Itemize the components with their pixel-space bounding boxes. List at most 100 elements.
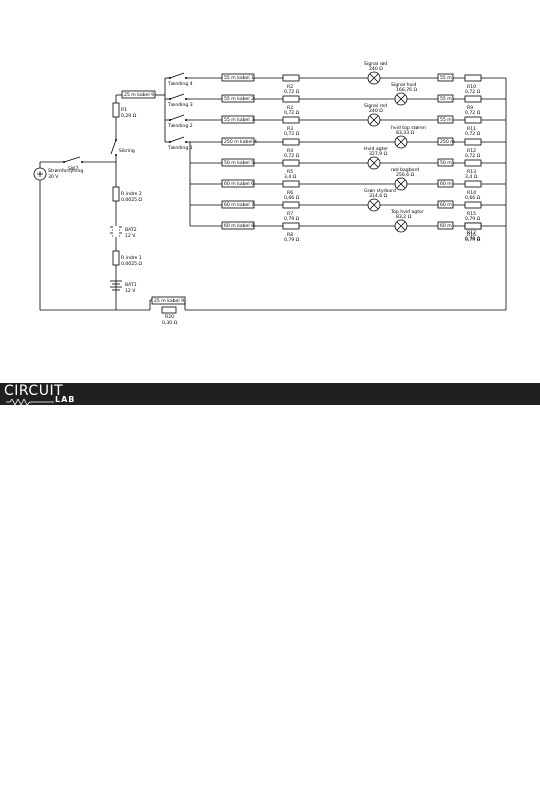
right-resistor-name: R10: [467, 84, 476, 90]
resistor-name: R2: [287, 105, 293, 111]
lamp-name: hvid top støren: [391, 125, 426, 131]
kabel9-bottom: 25 m kabel 9: [149, 296, 186, 310]
lamp-name: rød bagbord: [391, 167, 419, 173]
lamp-cross: [396, 221, 406, 231]
right-resistor: [464, 138, 482, 146]
lamp-cross: [369, 158, 379, 168]
kabel9-top: 25 m kabel 9: [121, 90, 156, 99]
cable-label: 60 m kabel 6: [224, 181, 254, 187]
resistor-name: R7: [287, 211, 293, 217]
ignition-switches: Tænding 4 Tænding 3 Tænding 2 Tænding 1: [167, 72, 193, 151]
r-indre1-value: 0,0025 Ω: [121, 261, 143, 267]
right-resistor: [464, 180, 482, 188]
resistor: [282, 180, 300, 188]
lamp-value: 83,33 Ω: [396, 130, 415, 136]
cable-box: [221, 73, 255, 82]
right-resistor-name: R14: [467, 190, 476, 196]
resistor-value: 0,72 Ω: [284, 110, 300, 116]
bat2-battery: BAT2 12 V: [110, 226, 137, 239]
r1-name: R1: [121, 107, 127, 113]
lamp-value: 256,6 Ω: [396, 172, 415, 178]
r-indre2-name: R indre 2: [121, 191, 142, 197]
bat1-battery: BAT1 12 V: [110, 280, 137, 294]
lamp-name: Grøn styrbord: [364, 188, 396, 194]
cable-label: 250 m kabel 4: [224, 139, 257, 145]
resistor-value: 0,66 Ω: [284, 195, 300, 201]
resistor: [282, 116, 300, 124]
r-indre1-name: R indre 1: [121, 255, 142, 261]
switch-label: Tænding 3: [167, 102, 193, 108]
right-cable-box: [437, 179, 454, 188]
lamp-name: Top hvid agter: [390, 209, 424, 215]
cable-label: 50 m kabel 5: [224, 160, 254, 166]
resistor: [282, 222, 300, 230]
lamp-cross: [369, 200, 379, 210]
wires: [39, 77, 507, 311]
cable-label: 55 m kabel 3: [224, 117, 254, 123]
lamp-name: Signal red: [364, 103, 387, 109]
right-resistor-name: R9: [467, 105, 473, 111]
r17-value: 0,79 Ω: [465, 236, 481, 242]
resistor-value: 3,4 Ω: [284, 174, 297, 180]
switch-label: Tænding 2: [167, 123, 193, 129]
right-cable-label: 60 m: [440, 181, 452, 187]
circuit-schematic: Strømforsyning 30 V SW7 Sikring 25 m kab…: [33, 61, 507, 326]
cable-box: [221, 221, 255, 230]
right-resistor-value: 0,79 Ω: [465, 216, 481, 222]
right-resistor-name: R16: [467, 232, 476, 238]
circuit-title: El case 1: [154, 767, 200, 777]
lamp-value: 314,6 Ω: [369, 193, 388, 199]
right-cable-label: 250 m: [440, 139, 455, 145]
resistor: [282, 74, 300, 82]
resistor-value: 0,79 Ω: [284, 237, 300, 243]
resistor-value: 0,72 Ω: [284, 153, 300, 159]
cable-box: [221, 137, 255, 146]
r20-name: R20: [165, 314, 174, 320]
right-resistor: [464, 95, 482, 103]
resistor-name: R6: [287, 190, 293, 196]
right-resistor-name: R13: [467, 169, 476, 175]
cable-label: 55 m kabel 1: [224, 75, 254, 81]
right-cable-box: [437, 158, 454, 167]
right-cable-box: [437, 73, 454, 82]
r1-value: 0,29 Ω: [121, 113, 137, 119]
cable-label: 60 m kabel 8: [224, 223, 254, 229]
right-cable-label: 50 m: [440, 160, 452, 166]
lamp-value: 166,76 Ω: [396, 87, 418, 93]
right-resistor-value: 0,79 Ω: [465, 237, 481, 243]
cable-box: [221, 94, 255, 103]
resistor-name: R8: [287, 232, 293, 238]
r1-resistor: R1 0,29 Ω: [112, 102, 137, 119]
switch-taending-3: Tænding 3: [167, 93, 193, 108]
switch-taending-1: Tænding 1: [167, 136, 193, 151]
right-resistor-value: 0,72 Ω: [465, 131, 481, 137]
right-resistor: [464, 159, 482, 167]
cable-label: 55 m kabel 2: [224, 96, 254, 102]
sw7-label: SW7: [68, 166, 78, 172]
source-name: Strømforsyning: [48, 168, 83, 174]
lamp-value: 327,9 Ω: [369, 151, 388, 157]
cable-label: 60 m kabel 7: [224, 202, 254, 208]
right-resistor-value: 0,72 Ω: [465, 153, 481, 159]
resistor-value: 0,72 Ω: [284, 89, 300, 95]
right-cable-label: 60 m: [440, 202, 452, 208]
lamp-cross: [369, 115, 379, 125]
right-resistor: [464, 116, 482, 124]
right-cable-label: 55 m: [440, 96, 452, 102]
lamp-value: 83,2 Ω: [396, 214, 412, 220]
circuitlab-logo[interactable]: CIRCUIT LAB: [4, 383, 92, 405]
lamp-cross: [396, 94, 406, 104]
cable-box: [221, 179, 255, 188]
r17-name: R17: [467, 230, 476, 236]
kabel9-top-label: 25 m kabel 9: [124, 92, 154, 98]
kabel9-bottom-label: 25 m kabel 9: [154, 298, 184, 304]
circuit-url-link[interactable]: http://circuitlab.com/ch28q4th2utq3: [112, 777, 267, 787]
resistor-name: R4: [287, 148, 293, 154]
r-indre2-value: 0,0025 Ω: [121, 197, 143, 203]
resistor: [282, 138, 300, 146]
